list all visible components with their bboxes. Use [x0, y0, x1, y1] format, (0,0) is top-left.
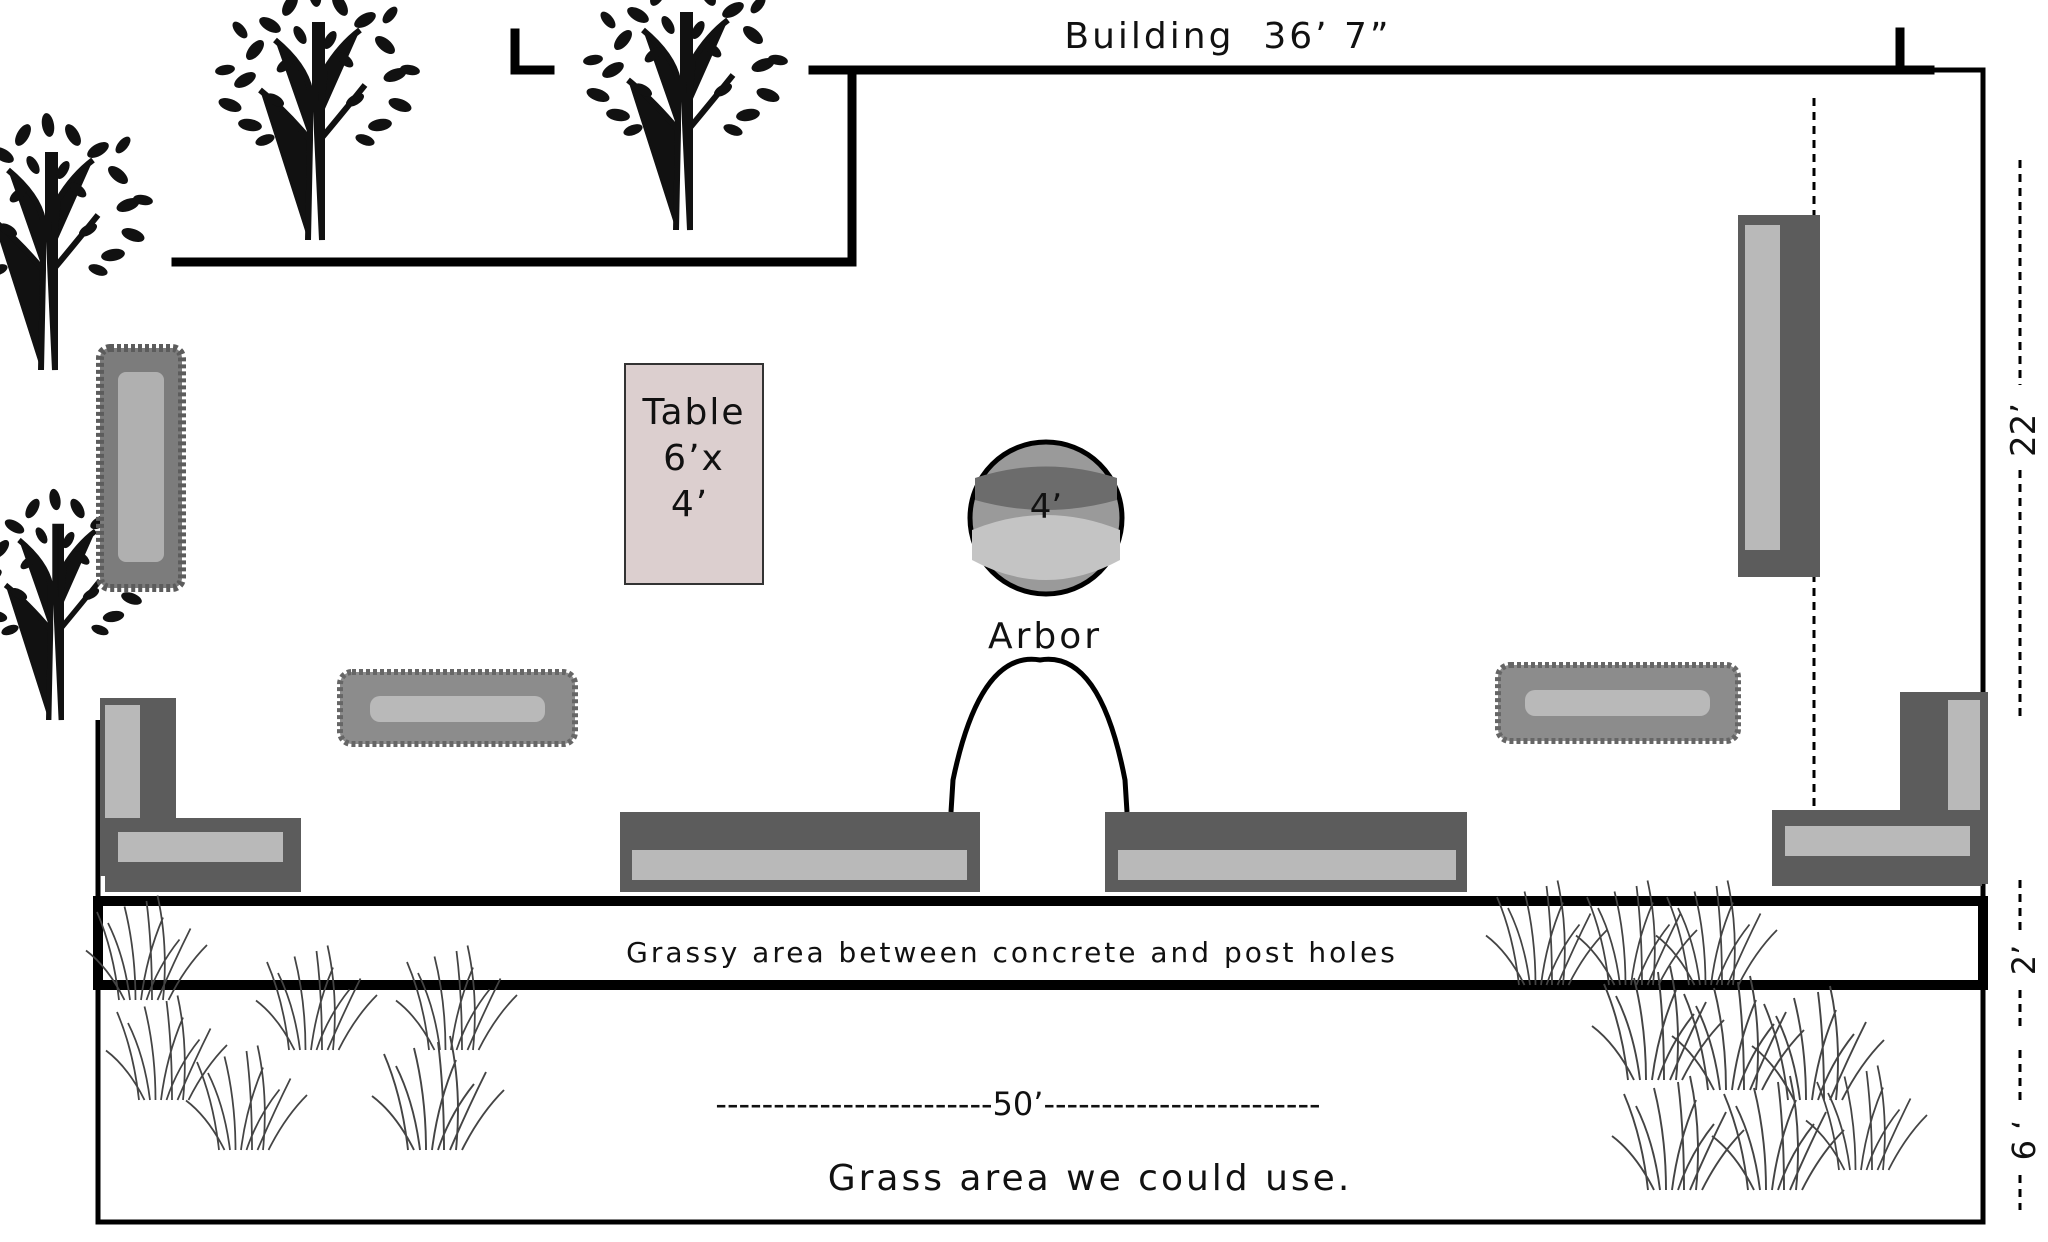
round-feature: [967, 439, 1125, 597]
table-label: 6’x: [663, 438, 725, 479]
tree-icon: [0, 112, 154, 370]
hedge-planter: [96, 344, 186, 592]
arbor-label: Arbor: [988, 616, 1102, 657]
hedge-planter: [1772, 692, 1988, 886]
dimension-label-2: 2’: [2005, 945, 2043, 976]
hedge-planter: [337, 669, 578, 747]
table-label: Table: [641, 392, 745, 433]
hedge-planter: [1495, 662, 1741, 744]
tree-icon: [582, 0, 788, 230]
table: [624, 363, 764, 585]
grass-area-label: Grass area we could use.: [828, 1158, 1353, 1199]
table-label: 4’: [671, 484, 709, 525]
grass-tuft: [85, 879, 1928, 1191]
dimension-label-6: 6 ‘: [2005, 1120, 2043, 1161]
width-dimension: ------------------------50’-------------…: [715, 1085, 1320, 1123]
building-label: Building 36’ 7”: [1064, 16, 1391, 57]
circle-label: 4’: [1030, 487, 1062, 527]
grassy-strip-border: [93, 896, 1988, 990]
site-boundary: [95, 67, 1986, 1225]
building-wall: [171, 27, 1935, 267]
hedge-planter: [1105, 812, 1467, 892]
hedge-planter: [620, 812, 980, 892]
hedge-planter: [1738, 215, 1820, 577]
arbor: [948, 656, 1130, 813]
hedge-planter: [100, 698, 301, 892]
tree-icon: [214, 0, 420, 240]
dimension-label-22: 22’: [2004, 403, 2044, 457]
grassy-strip-label: Grassy area between concrete and post ho…: [626, 936, 1398, 969]
